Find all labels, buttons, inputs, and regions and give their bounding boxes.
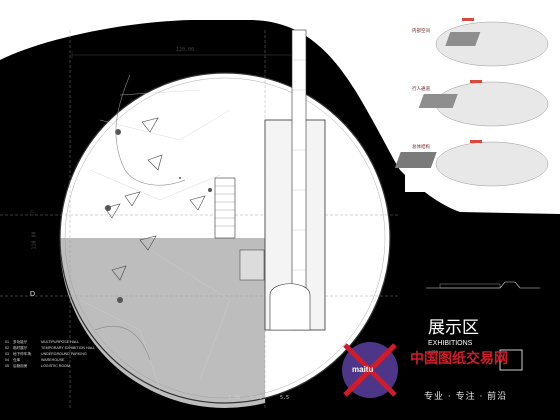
sculptures — [104, 117, 206, 281]
site-boundary — [59, 72, 391, 404]
sheet-title: 展示区 — [428, 318, 479, 338]
dimension-top: 120.00 — [176, 47, 195, 53]
watermark-text: 中国图纸交易网 — [410, 351, 508, 367]
dimension-bottom-b: 5.00 — [250, 395, 263, 401]
watermark-logo — [342, 342, 398, 398]
black-ground — [0, 20, 560, 420]
grid-label-d: D — [30, 291, 36, 298]
gray-zone — [59, 238, 265, 408]
axonometric-diagrams — [394, 18, 549, 187]
dimension-bottom-c: 5.5 — [280, 395, 290, 401]
sheet-scale: 1:200 — [428, 349, 439, 354]
diagram-label-3: 总体结构 — [412, 145, 430, 150]
dimension-left: 110.00 — [31, 231, 38, 250]
floor-pattern — [79, 89, 231, 391]
section-elevation — [426, 281, 540, 289]
curved-wall-top — [115, 74, 186, 186]
curved-wall-bottom — [94, 325, 151, 361]
title-bracket — [499, 349, 523, 371]
footer-slogan: 专业 · 专注 · 前沿 — [424, 392, 508, 402]
dimension-bottom-a: 1.00 — [228, 395, 241, 401]
building-block — [214, 29, 326, 331]
watermark-logo-text: maitu — [352, 365, 374, 374]
grid-label-e: E — [30, 210, 35, 217]
dots — [105, 129, 212, 303]
diagram-label-1: 内部空间 — [412, 29, 430, 34]
inner-boundary — [64, 77, 386, 399]
sheet-title-en: EXHIBITIONS — [428, 340, 473, 347]
diagram-label-2: 行人通道 — [412, 87, 430, 92]
